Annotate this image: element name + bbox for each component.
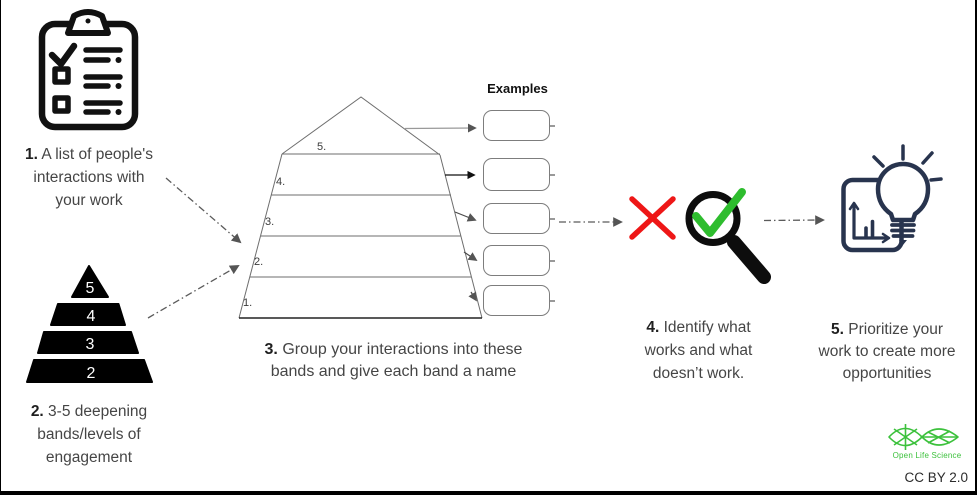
- magnifier-check-icon: [685, 188, 771, 284]
- example-box-2: [483, 245, 550, 276]
- open-life-science-label: Open Life Science: [892, 451, 962, 460]
- example-box-4: [483, 158, 550, 191]
- green-check-icon: [692, 188, 746, 237]
- step4-number: 4.: [646, 319, 660, 336]
- svg-text:1.: 1.: [243, 297, 252, 309]
- lightbulb-rays: [872, 144, 943, 182]
- clipboard-checklist-icon: [38, 9, 139, 131]
- example-box-5: [483, 110, 550, 141]
- step4-caption: 4. Identify what works and what doesn’t …: [644, 319, 753, 382]
- example-box-3: [483, 203, 550, 234]
- step1-caption: 1. A list of people's interactions with …: [25, 146, 153, 209]
- step3-number: 3.: [264, 341, 278, 358]
- open-life-science-logo-icon: [888, 424, 959, 450]
- lightbulb-chart-icon: [841, 144, 943, 253]
- svg-text:4.: 4.: [276, 176, 285, 188]
- step5-number: 5.: [831, 321, 844, 338]
- step1-number: 1.: [25, 146, 38, 163]
- svg-text:3: 3: [86, 336, 95, 353]
- red-x-icon: [629, 196, 676, 240]
- svg-text:5: 5: [86, 280, 95, 297]
- svg-text:5.: 5.: [317, 141, 326, 153]
- banded-pyramid: [238, 96, 483, 319]
- step3-caption: 3. Group your interactions into these ba…: [264, 341, 523, 380]
- examples-title: Examples: [487, 81, 548, 96]
- svg-text:3.: 3.: [265, 216, 274, 228]
- svg-text:2: 2: [87, 365, 96, 382]
- engagement-pyramid-numbers: 5 4 3 2: [86, 280, 96, 382]
- step5-caption: 5. Prioritize your work to create more o…: [818, 321, 956, 382]
- band-connectors: [404, 123, 555, 302]
- engagement-pyramid-icon: [26, 265, 153, 383]
- flow-arrows: [147, 177, 825, 319]
- example-box-1: [483, 285, 550, 316]
- step2-caption: 2. 3-5 deepening bands/levels of engagem…: [30, 403, 148, 466]
- banded-pyramid-labels: 5. 4. 3. 2. 1.: [243, 141, 326, 309]
- license-label: CC BY 2.0: [904, 470, 968, 485]
- step2-number: 2.: [30, 403, 44, 420]
- svg-text:4: 4: [87, 308, 96, 325]
- svg-text:2.: 2.: [254, 256, 263, 268]
